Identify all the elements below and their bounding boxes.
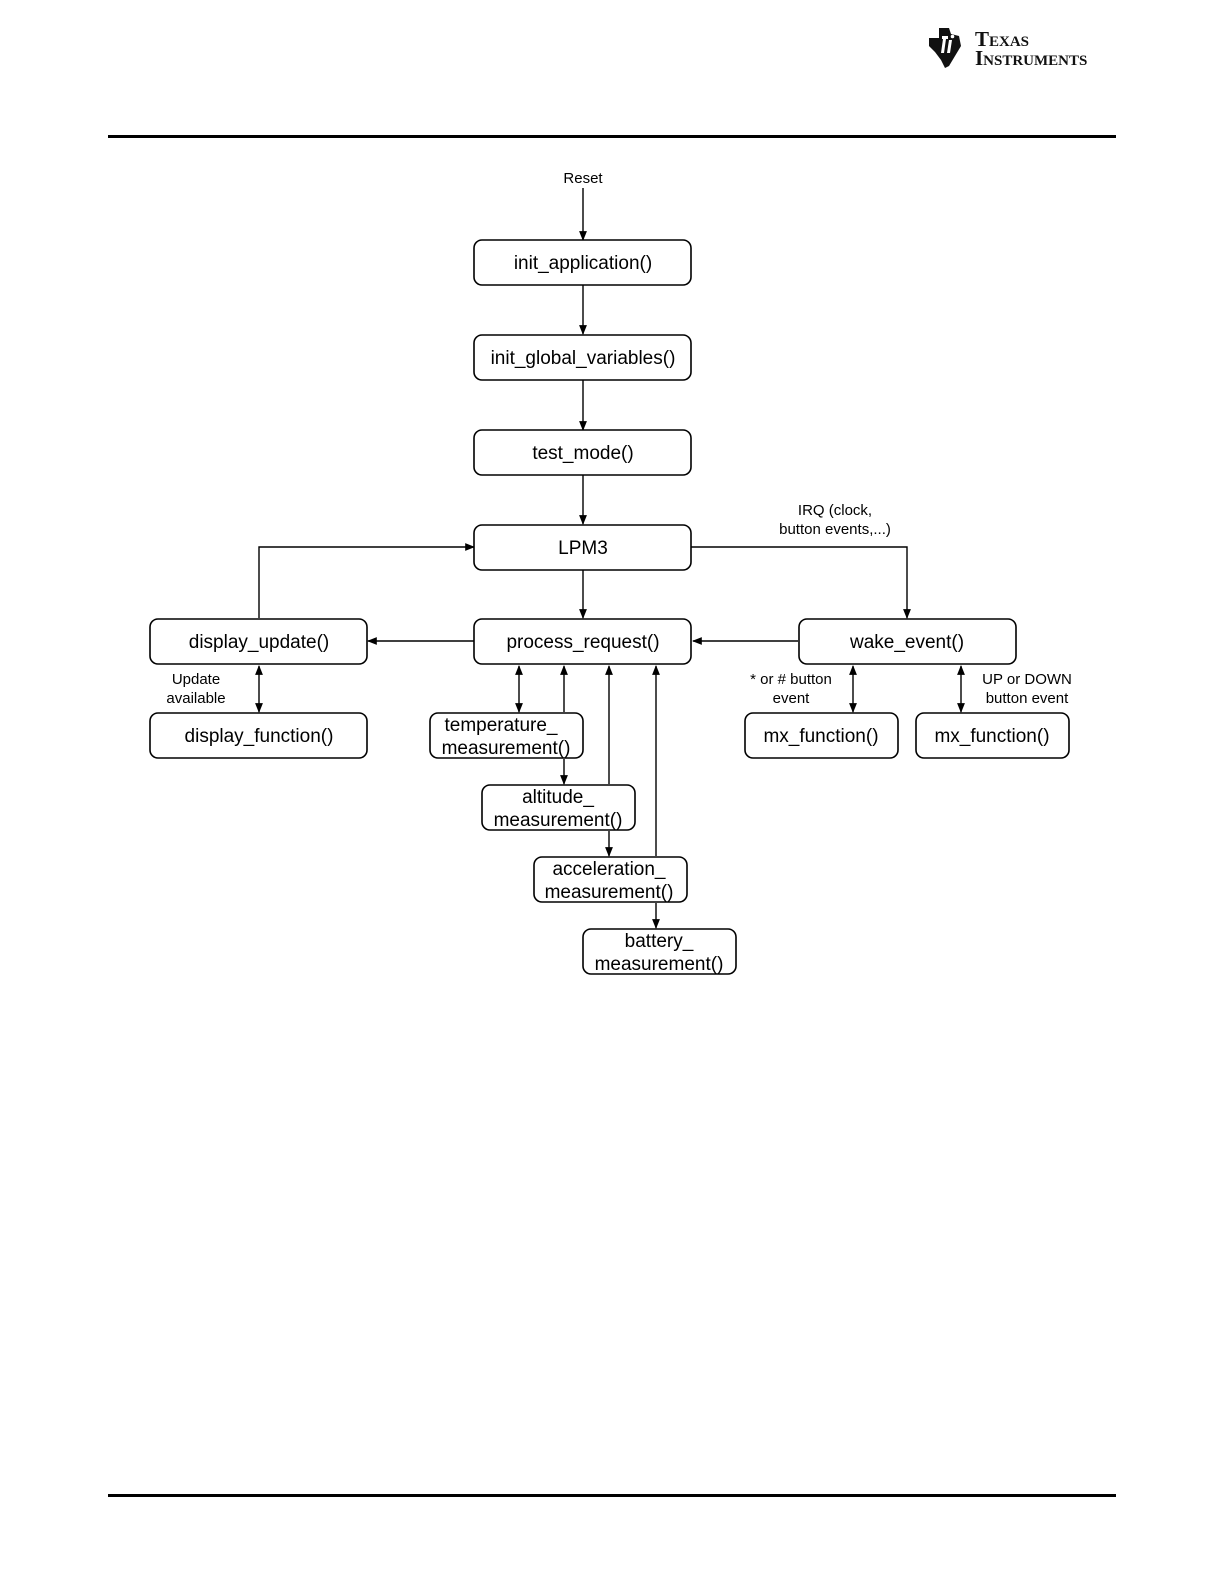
node-init-global-variables: init_global_variables() — [473, 334, 692, 381]
node-acceleration-label-line-1: acceleration_ — [552, 859, 665, 880]
up-down-label-line-2: button event — [986, 690, 1069, 707]
node-altitude-label-line-2: measurement() — [494, 810, 623, 831]
node-process-request: process_request() — [473, 618, 692, 665]
connectors — [255, 188, 965, 929]
node-acceleration-measurement: acceleration_ measurement() — [533, 856, 688, 903]
edge-display-update-to-lpm3 — [258, 543, 475, 618]
ti-logo-icon — [929, 28, 961, 68]
ti-logo: Texas Instruments — [925, 24, 1115, 74]
node-wake-event: wake_event() — [798, 618, 1017, 665]
reset-label: Reset — [563, 170, 603, 187]
star-hash-label-line-2: event — [773, 690, 811, 707]
update-available-label-line-2: available — [166, 690, 225, 707]
node-init-application: init_application() — [473, 239, 692, 286]
irq-label-line-2: button events,...) — [779, 521, 891, 538]
node-temperature-label-line-1: temperature_ — [444, 715, 557, 736]
node-battery-measurement: battery_ measurement() — [582, 928, 737, 975]
ti-logo-wordmark: Texas Instruments — [975, 27, 1088, 70]
node-mx-function-left-label: mx_function() — [763, 726, 878, 747]
node-display-function-label: display_function() — [185, 726, 334, 747]
node-mx-function-right: mx_function() — [915, 712, 1070, 759]
logo-line-2: Instruments — [975, 46, 1088, 70]
header-rule — [108, 135, 1116, 138]
node-init-global-variables-label: init_global_variables() — [491, 348, 676, 369]
node-process-request-label: process_request() — [506, 632, 659, 653]
node-lpm3: LPM3 — [473, 524, 692, 571]
footer-rule — [108, 1494, 1116, 1497]
node-test-mode-label: test_mode() — [532, 443, 633, 464]
node-acceleration-label-line-2: measurement() — [545, 882, 674, 903]
update-available-label-line-1: Update — [172, 671, 220, 688]
logo-line-1: Texas — [975, 27, 1030, 51]
up-down-label-line-1: UP or DOWN — [982, 671, 1072, 688]
node-lpm3-label: LPM3 — [558, 538, 608, 559]
node-display-update: display_update() — [149, 618, 368, 665]
node-display-function: display_function() — [149, 712, 368, 759]
node-init-application-label: init_application() — [514, 253, 652, 274]
node-wake-event-label: wake_event() — [849, 632, 964, 653]
node-altitude-label-line-1: altitude_ — [522, 787, 594, 808]
edge-lpm3-to-wake-event — [691, 546, 911, 619]
irq-label-line-1: IRQ (clock, — [798, 502, 872, 519]
star-hash-label-line-1: * or # button — [750, 671, 832, 688]
node-display-update-label: display_update() — [189, 632, 329, 653]
node-mx-function-left: mx_function() — [744, 712, 899, 759]
node-test-mode: test_mode() — [473, 429, 692, 476]
node-mx-function-right-label: mx_function() — [934, 726, 1049, 747]
node-battery-label-line-1: battery_ — [625, 931, 694, 952]
node-battery-label-line-2: measurement() — [595, 954, 724, 975]
node-temperature-label-line-2: measurement() — [442, 738, 571, 759]
node-altitude-measurement: altitude_ measurement() — [481, 784, 636, 831]
node-temperature-measurement: temperature_ measurement() — [429, 712, 584, 759]
